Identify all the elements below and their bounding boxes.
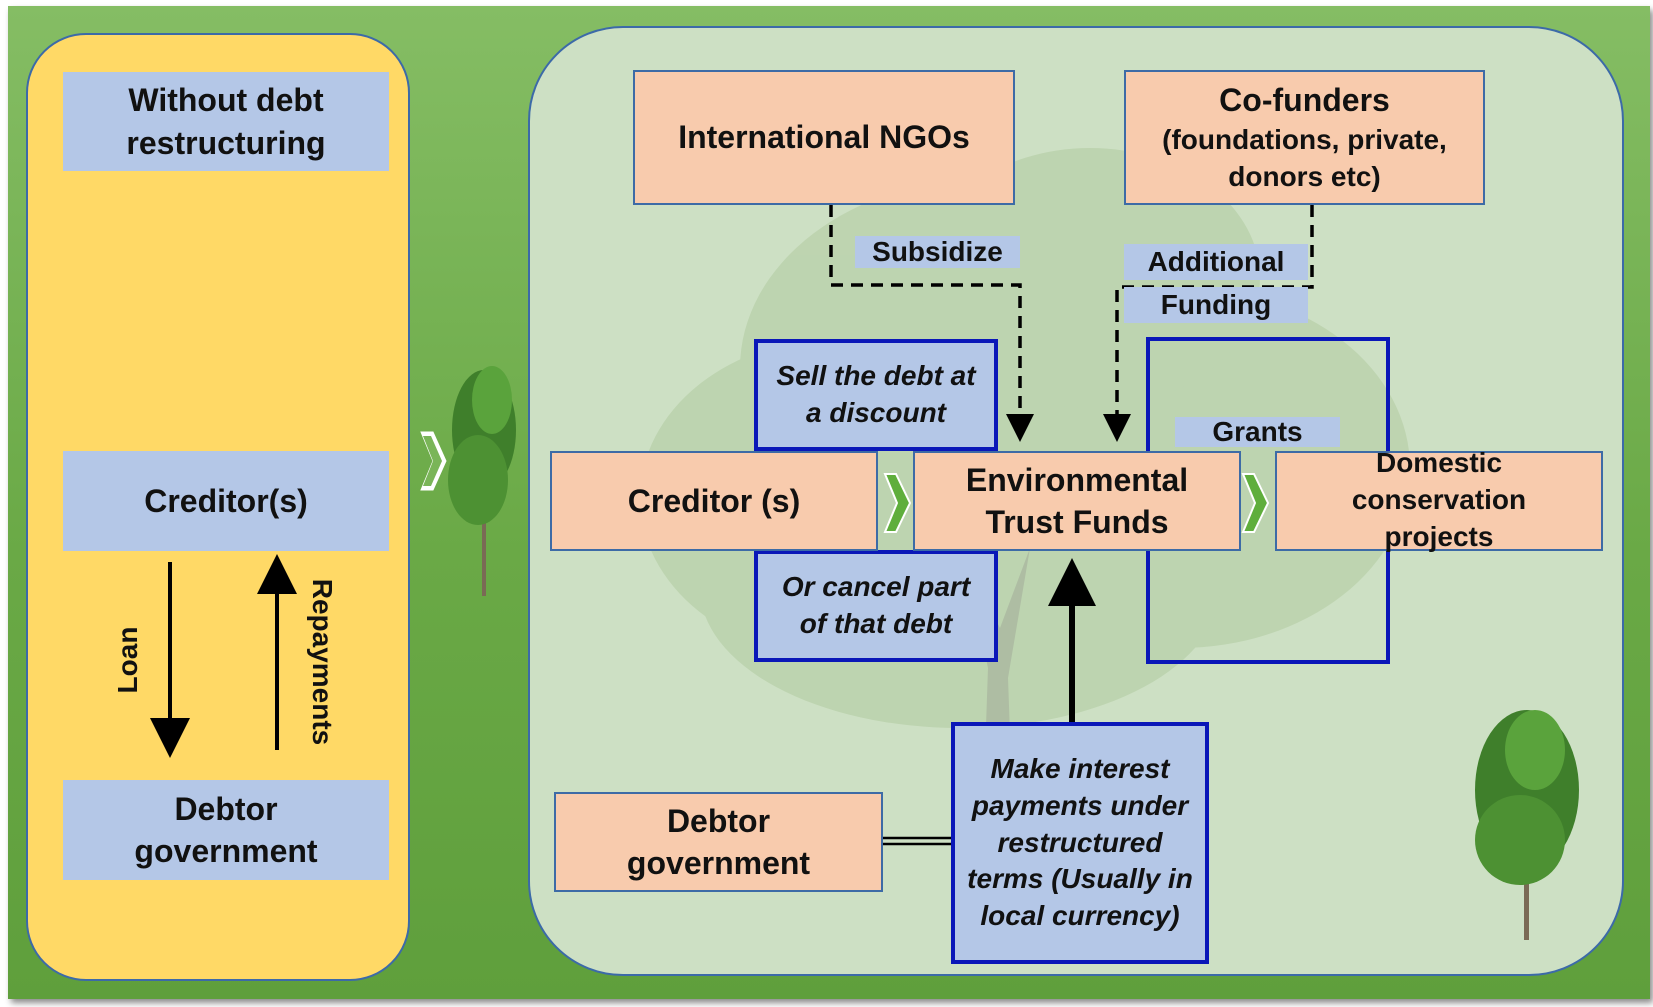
subsidize-label: Subsidize bbox=[855, 236, 1020, 268]
domestic-projects-box: Domestic conservation projects bbox=[1275, 447, 1603, 552]
co-funders-box: Co-funders (foundations, private, donors… bbox=[1124, 70, 1485, 205]
chevron-right-icon bbox=[883, 473, 912, 533]
left-creditor-text: Creditor(s) bbox=[144, 482, 308, 519]
additional-funding-connector bbox=[1103, 205, 1314, 442]
left-debtor-box: Debtor government bbox=[63, 780, 389, 880]
international-ngos-box: International NGOs bbox=[633, 70, 1015, 205]
grants-label: Grants bbox=[1175, 416, 1340, 447]
sell-debt-text: Sell the debt at a discount bbox=[776, 360, 976, 428]
left-creditor-box: Creditor(s) bbox=[63, 451, 389, 551]
environmental-trust-funds-text: Environmental Trust Funds bbox=[965, 461, 1189, 540]
environmental-trust-funds-box: Environmental Trust Funds bbox=[913, 451, 1241, 551]
subsidize-connector bbox=[829, 205, 1034, 442]
right-creditor-text: Creditor (s) bbox=[627, 482, 801, 519]
tree-icon bbox=[448, 366, 516, 596]
right-debtor-text: Debtor government bbox=[626, 802, 811, 881]
chevron-right-icon bbox=[1241, 473, 1270, 533]
sell-debt-note: Sell the debt at a discount bbox=[754, 339, 998, 451]
cancel-debt-text: Or cancel part of that debt bbox=[781, 571, 971, 639]
interest-payments-note: Make interest payments under restructure… bbox=[951, 722, 1209, 964]
additional-label: Additional bbox=[1124, 244, 1308, 280]
cancel-debt-note: Or cancel part of that debt bbox=[754, 550, 998, 662]
left-debtor-text: Debtor government bbox=[134, 790, 318, 869]
interest-payments-text: Make interest payments under restructure… bbox=[967, 752, 1193, 932]
funding-label: Funding bbox=[1124, 287, 1308, 323]
chevron-right-icon-inner bbox=[423, 436, 442, 486]
tree-icon bbox=[1475, 710, 1579, 940]
co-funders-title: Co-funders bbox=[1219, 82, 1390, 119]
international-ngos-text: International NGOs bbox=[678, 119, 970, 156]
right-creditor-box: Creditor (s) bbox=[550, 451, 878, 551]
without-restructuring-title-text: Without debt restructuring bbox=[126, 82, 326, 161]
right-debtor-box: Debtor government bbox=[554, 792, 883, 892]
without-restructuring-title: Without debt restructuring bbox=[63, 72, 389, 171]
domestic-projects-text: Domestic conservation projects bbox=[1351, 447, 1527, 552]
co-funders-detail: (foundations, private, donors etc) bbox=[1162, 123, 1447, 192]
